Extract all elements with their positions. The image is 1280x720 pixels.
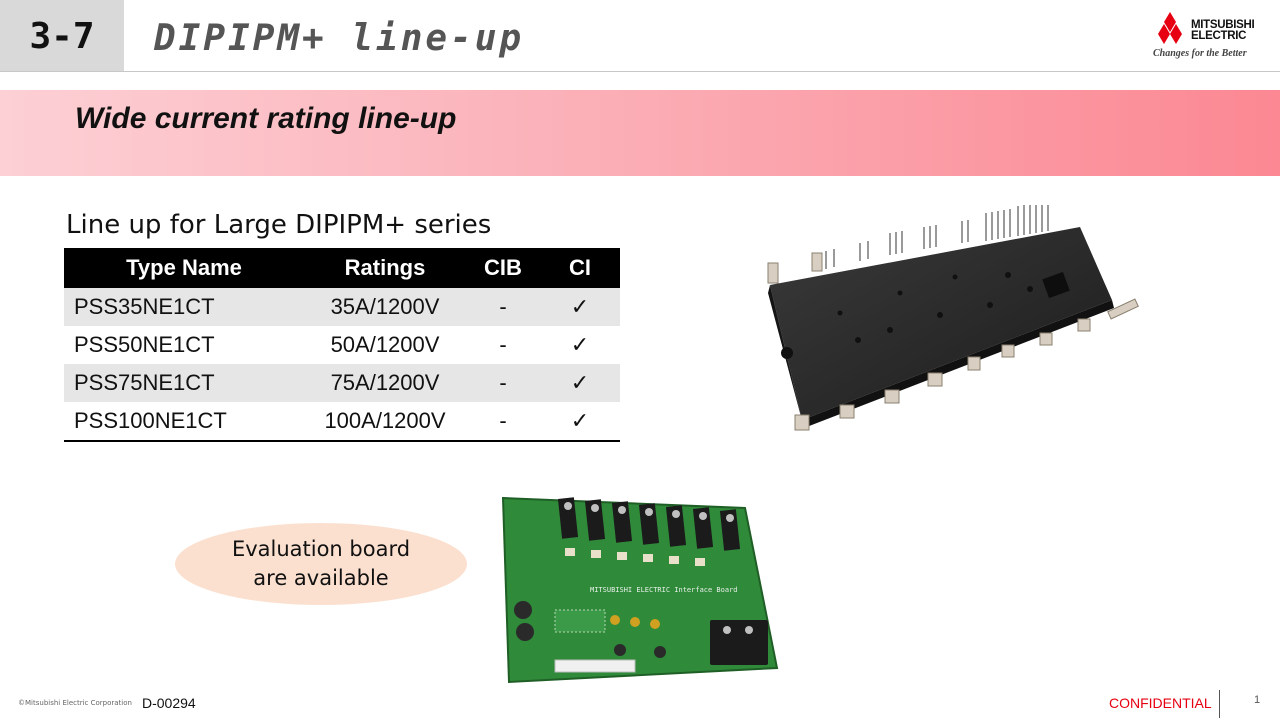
- type-name-cell: PSS35NE1CT: [64, 288, 304, 326]
- cib-cell: -: [466, 288, 540, 326]
- page-number: 1: [1254, 694, 1261, 706]
- header-ratings: Ratings: [304, 248, 466, 288]
- callout-line1: Evaluation board: [231, 537, 411, 561]
- header-type-name: Type Name: [64, 248, 304, 288]
- table-row: PSS100NE1CT 100A/1200V - ✓: [64, 402, 620, 442]
- cib-cell: -: [466, 364, 540, 402]
- header-cib: CIB: [466, 248, 540, 288]
- table-row: PSS75NE1CT 75A/1200V - ✓: [64, 364, 620, 402]
- title-divider: [0, 71, 1280, 72]
- type-name-cell: PSS100NE1CT: [64, 402, 304, 442]
- footer-document-id: D-00294: [142, 695, 196, 711]
- evaluation-board-callout: Evaluation board are available: [175, 523, 467, 605]
- board-silkscreen: MITSUBISHI ELECTRIC Interface Board: [590, 586, 738, 594]
- ci-checkmark: ✓: [540, 364, 620, 402]
- dipipm-module-image: [767, 205, 1139, 431]
- footer-divider: [1219, 690, 1220, 718]
- three-diamonds-icon: [1158, 12, 1182, 44]
- table-header-row: Type Name Ratings CIB CI: [64, 248, 620, 288]
- cib-cell: -: [466, 402, 540, 442]
- logo-tagline: Changes for the Better: [1153, 48, 1247, 59]
- type-name-cell: PSS50NE1CT: [74, 332, 215, 357]
- logo-name-line2: ELECTRIC: [1191, 30, 1247, 42]
- table-caption: Line up for Large DIPIPM+ series: [66, 210, 492, 240]
- footer-confidential: CONFIDENTIAL: [1109, 695, 1212, 711]
- logo-wordmark: MITSUBISHI ELECTRIC: [1191, 19, 1255, 42]
- page-title: DIPIPM+ line-up: [154, 18, 525, 59]
- rating-cell: 50A/1200V: [330, 332, 440, 357]
- rating-cell: 35A/1200V: [304, 288, 466, 326]
- footer-copyright: ©Mitsubishi Electric Corporation: [18, 699, 132, 707]
- logo-name-line1: MITSUBISHI: [1191, 19, 1255, 31]
- section-number: 3-7: [0, 0, 124, 72]
- table-row: PSS35NE1CT 35A/1200V - ✓: [64, 288, 620, 326]
- callout-line2: are available: [253, 566, 389, 590]
- header-ci: CI: [540, 248, 620, 288]
- mitsubishi-electric-logo: MITSUBISHI ELECTRIC Changes for the Bett…: [1152, 12, 1267, 62]
- ci-checkmark: ✓: [540, 402, 620, 442]
- evaluation-board-image: MITSUBISHI ELECTRIC Interface Board: [501, 496, 779, 684]
- slide-subtitle: Wide current rating line-up: [75, 102, 457, 135]
- ci-checkmark: ✓: [570, 332, 590, 358]
- rating-cell: 75A/1200V: [304, 364, 466, 402]
- cib-cell: -: [499, 332, 507, 357]
- lineup-table: Type Name Ratings CIB CI PSS35NE1CT 35A/…: [64, 248, 620, 442]
- table-row: PSS50NE1CT 50A/1200V - ✓: [64, 326, 620, 364]
- subtitle-banner: [0, 90, 1280, 176]
- type-name-cell: PSS75NE1CT: [64, 364, 304, 402]
- ci-checkmark: ✓: [540, 288, 620, 326]
- rating-cell: 100A/1200V: [304, 402, 466, 442]
